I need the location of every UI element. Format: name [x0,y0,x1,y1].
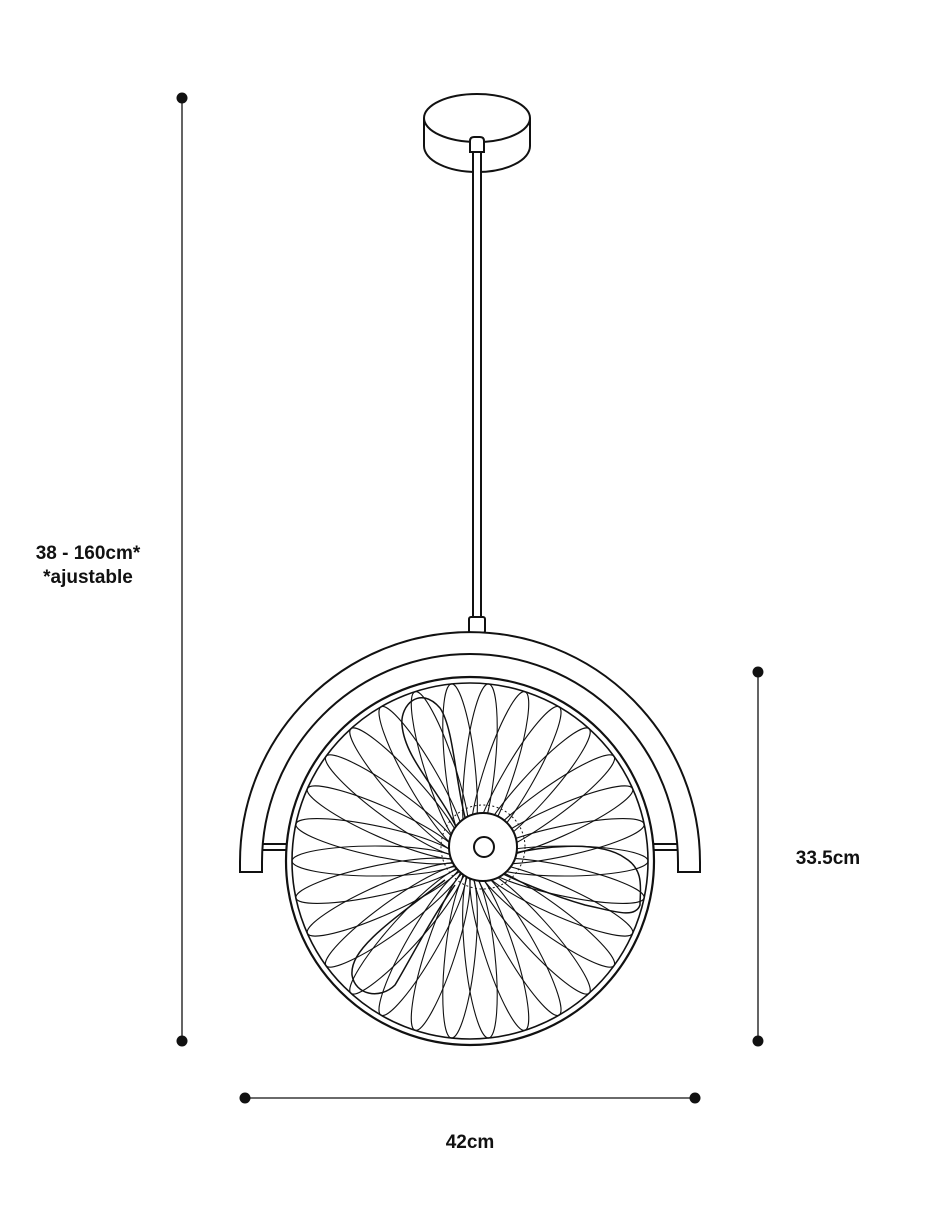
wire-loop [351,879,456,995]
width-dimension [239,1092,701,1104]
depth-bottom-dot-icon [752,1035,764,1047]
bulb-socket-icon [473,836,495,858]
height-value: 38 - 160cm* [35,543,141,564]
height-dimension [176,92,188,1047]
width-left-dot-icon [239,1092,251,1104]
half-ring-frame [239,631,701,873]
width-right-dot-icon [689,1092,701,1104]
depth-top-dot-icon [752,666,764,678]
central-hub [440,804,526,890]
depth-dimension [752,666,764,1047]
depth-dimension-label: 33.5cm [795,848,861,869]
wire-loop [494,845,642,914]
wire-loop [401,696,471,836]
height-adjustable-note: *ajustable [43,567,133,588]
suspension-rod [468,151,486,634]
height-dimension-label: 38 - 160cm* *ajustable [18,542,158,590]
height-bottom-dot-icon [176,1035,188,1047]
height-top-dot-icon [176,92,188,104]
width-dimension-label: 42cm [445,1132,495,1153]
